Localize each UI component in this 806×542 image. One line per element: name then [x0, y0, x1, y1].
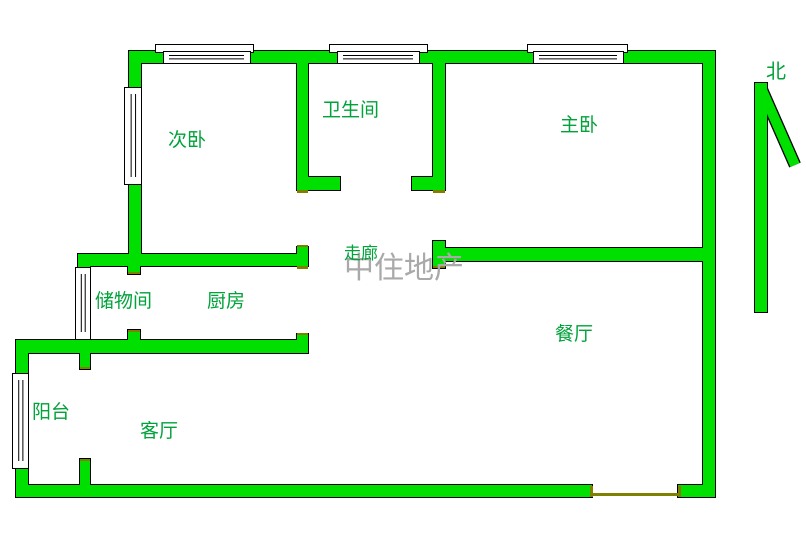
storage-divider-top-stub	[128, 266, 140, 274]
bathroom-left-wall-cap	[297, 190, 308, 193]
kitchen-right-stub	[297, 334, 308, 340]
balcony-divider-top-stub	[80, 353, 90, 369]
window-bedroom2-left	[124, 87, 142, 185]
windows	[12, 44, 628, 469]
bottom-wall-left	[16, 485, 592, 497]
room-label-master-bedroom: 主卧	[560, 114, 599, 136]
bottom-wall-right	[678, 485, 715, 497]
window-storage-left	[75, 267, 91, 340]
room-label-corridor: 走廊	[344, 244, 378, 264]
kitchen-top-stub	[297, 247, 308, 266]
storage-divider-top-cap	[128, 272, 140, 274]
kitchen-top-stub-cap	[297, 245, 308, 247]
room-label-bathroom: 卫生间	[322, 99, 380, 121]
north-compass-label: 北	[766, 59, 786, 83]
dining-top-wall-end-notch	[433, 241, 445, 268]
storage-divider-bottom-stub	[128, 330, 140, 340]
entrance-jamb-left	[590, 486, 593, 497]
balcony-stub-top-cap	[80, 367, 90, 369]
entrance-threshold	[593, 493, 678, 496]
dining-top-wall	[433, 248, 715, 261]
room-label-storage-room: 储物间	[95, 290, 153, 312]
bathroom-right-wall-cap	[433, 190, 445, 193]
bathroom-right-door-stub	[412, 177, 445, 190]
balcony-stub-bottom-cap	[80, 459, 90, 461]
window-master-top	[533, 51, 624, 64]
balcony-divider-bottom-stub	[80, 459, 90, 485]
room-label-balcony: 阳台	[32, 401, 71, 423]
dining-notch-cap	[433, 266, 445, 268]
bathroom-left-wall	[297, 51, 308, 190]
bathroom-right-wall	[433, 51, 445, 190]
kitchen-top-wall-end-cap	[297, 266, 308, 269]
thresholds	[80, 190, 681, 497]
room-label-kitchen: 厨房	[207, 290, 246, 312]
room-label-secondary-bedroom: 次卧	[168, 129, 207, 151]
right-wall	[703, 51, 715, 497]
kitchen-right-stub-cap	[297, 333, 308, 335]
north-arrow-diagonal	[757, 87, 800, 168]
bathroom-left-door-stub	[297, 177, 340, 190]
kitchen-bottom-wall	[16, 340, 308, 353]
north-arrow-bar	[755, 83, 767, 312]
window-bathroom-top	[337, 51, 420, 64]
window-bedroom2-top	[163, 51, 251, 64]
entrance-jamb-right	[678, 486, 681, 497]
watermark-text: 中住地产	[344, 251, 464, 286]
kitchen-top-wall	[79, 254, 307, 266]
room-label-living-room: 客厅	[140, 420, 179, 442]
storage-divider-bottom-cap	[128, 330, 140, 332]
window-balcony-left	[12, 373, 29, 469]
room-label-dining-room: 餐厅	[555, 323, 594, 345]
